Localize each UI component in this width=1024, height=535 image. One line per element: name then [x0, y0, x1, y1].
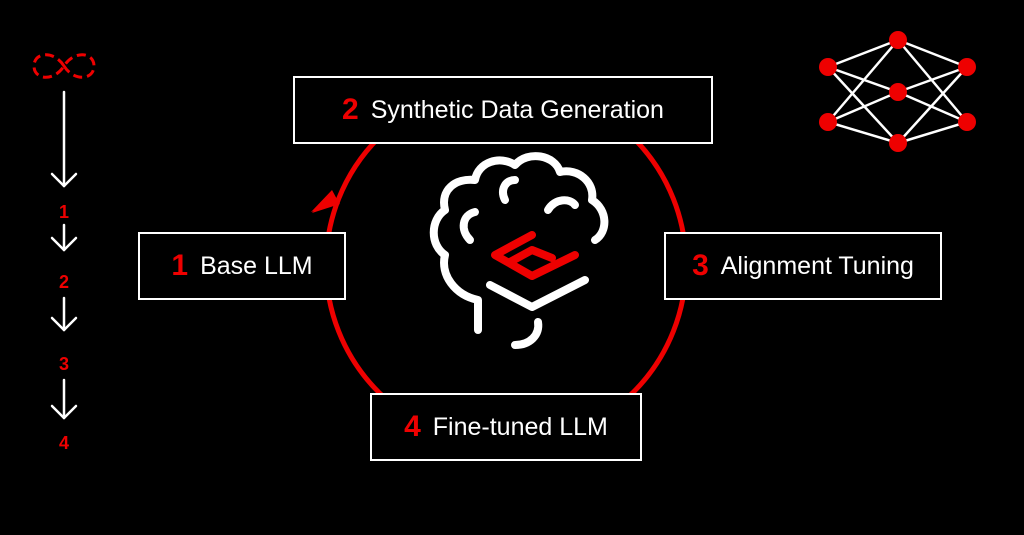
- cycle-arrowhead-tip: [312, 192, 340, 213]
- step-synthetic-data-generation: 2 Synthetic Data Generation: [293, 76, 713, 144]
- brain-stack-icon: [429, 152, 609, 349]
- infinity-icon: [32, 53, 96, 79]
- progress-track: [50, 90, 78, 420]
- step-label: Base LLM: [200, 251, 313, 280]
- progress-step-3: 3: [58, 354, 69, 374]
- step-number: 4: [404, 410, 421, 443]
- progress-step-4: 4: [58, 433, 69, 453]
- step-label: Alignment Tuning: [720, 251, 914, 280]
- step-number: 3: [692, 249, 709, 282]
- progress-step-1: 1: [58, 202, 69, 222]
- step-number: 2: [342, 93, 359, 126]
- step-number: 1: [171, 249, 189, 282]
- neural-network-icon: [819, 31, 976, 152]
- step-alignment-tuning: 3 Alignment Tuning: [664, 232, 942, 300]
- step-fine-tuned-llm: 4 Fine-tuned LLM: [370, 393, 642, 461]
- step-label: Synthetic Data Generation: [370, 95, 664, 124]
- step-label: Fine-tuned LLM: [432, 412, 608, 441]
- step-base-llm: 1 Base LLM: [138, 232, 346, 300]
- progress-step-2: 2: [58, 272, 69, 292]
